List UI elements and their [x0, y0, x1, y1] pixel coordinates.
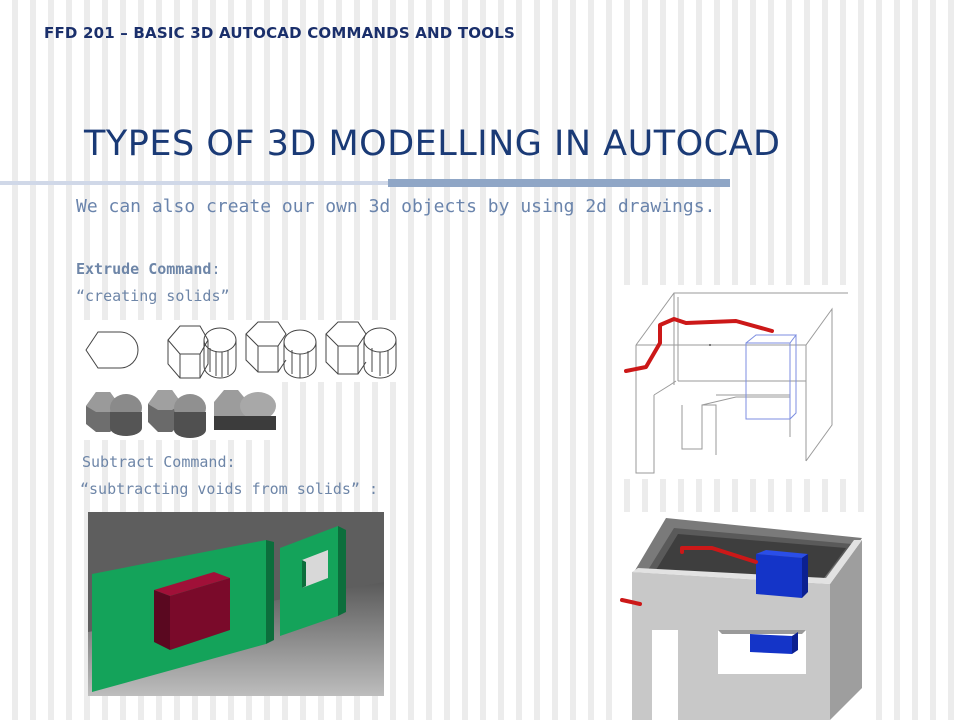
subtract-example-render [88, 512, 384, 696]
extrude-colon: : [211, 260, 221, 278]
subtract-command-label: Subtract Command: [82, 453, 236, 471]
subtract-command-desc: “subtracting voids from solids” : [80, 480, 379, 498]
course-header: FFD 201 – BASIC 3D AUTOCAD COMMANDS AND … [44, 24, 515, 42]
underline-dark-segment [388, 179, 730, 187]
shaded-room-image [616, 512, 864, 720]
shaded-room-render [620, 518, 862, 720]
underline-light-segment [0, 181, 388, 185]
extrude-command-desc: “creating solids” [76, 287, 230, 305]
wireframe-room-drawing [624, 292, 848, 474]
slide-title: TYPES OF 3D MODELLING IN AUTOCAD [84, 124, 781, 164]
extrude-command-label: Extrude Command: [76, 260, 221, 278]
extrude-examples-image [80, 320, 400, 440]
extrude-command-name: Extrude Command [76, 260, 212, 278]
wireframe-room-image [616, 285, 848, 479]
title-underline [0, 178, 960, 188]
subtract-example-image [88, 512, 384, 696]
extrude-examples-drawing [80, 320, 400, 440]
slide-subtitle: We can also create our own 3d objects by… [76, 196, 716, 217]
